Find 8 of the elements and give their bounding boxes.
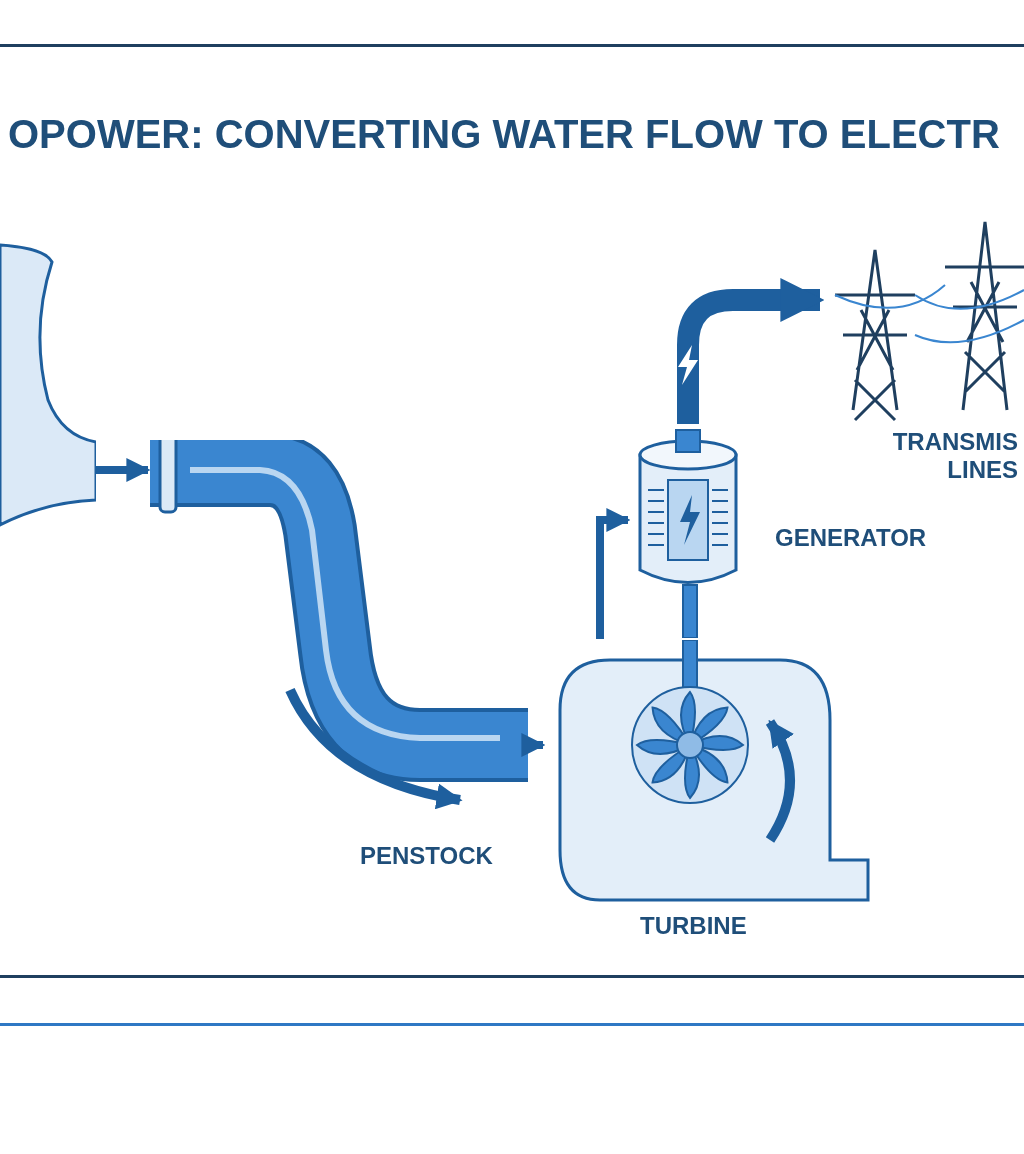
part-label: TURBINE (640, 912, 747, 940)
part-label: TRANSMIS LINES (891, 428, 1018, 484)
arrow (677, 278, 825, 424)
arrow (521, 733, 546, 757)
arrow (95, 458, 151, 482)
part-label: GENERATOR (775, 524, 927, 552)
title: OPOWER: CONVERTING WATER FLOW TO ELECTR (8, 112, 1000, 157)
part-label: PENSTOCK (360, 842, 493, 870)
